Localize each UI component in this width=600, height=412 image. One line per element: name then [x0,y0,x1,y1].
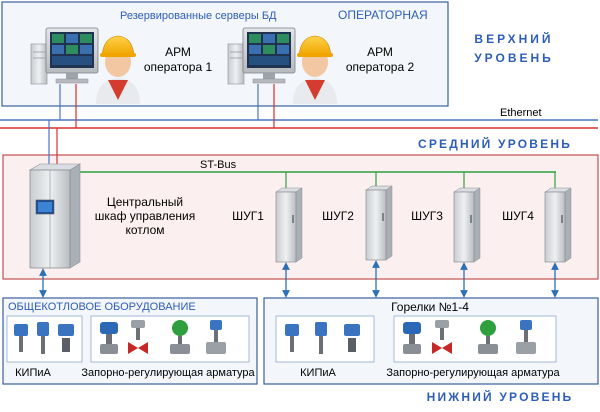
operator-room-label: ОПЕРАТОРНАЯ [338,8,428,22]
flow-meter-icon [344,324,360,352]
burners-title: Горелки №1-4 [391,300,469,314]
workstation-1-label-line2: оператора 1 [144,60,213,74]
shutoff-valve-icon [206,320,226,354]
burner-cabinet-4-label: ШУГ4 [502,209,534,223]
common-valves-label: Запорно-регулирующая арматура [81,367,255,379]
monitor-icon [45,27,99,84]
burner-cabinet-1 [275,187,303,263]
common-kip-label: КИПиА [15,367,51,379]
st-bus-label: ST-Bus [200,159,237,171]
server-tower-icon [30,43,48,85]
burner-cabinet-4 [544,187,572,263]
burner-cabinet-2 [365,185,393,261]
burner-cabinet-1-label: ШУГ1 [232,209,264,223]
workstation-1-label-line1: АРМ [165,45,191,59]
pressure-sensor-icon [285,324,299,352]
server-tower-icon [227,43,245,85]
shutoff-valve-icon [516,320,536,354]
burner-cabinet-3-label: ШУГ3 [411,209,443,223]
valve-actuator-icon [403,322,421,354]
temperature-sensor-icon [37,322,49,354]
workstation-1: АРМ оператора 1 [30,27,213,104]
top-level-label-line2: УРОВЕНЬ [474,51,554,65]
workstation-2-label-line2: оператора 2 [346,60,415,74]
central-cabinet-label-line2: шкаф управления [95,209,195,223]
temperature-sensor-icon [315,322,327,354]
regulating-valve-icon [478,320,498,354]
central-cabinet-label-line3: котлом [125,223,164,237]
regulating-valve-icon [170,320,190,354]
pressure-sensor-icon [14,324,28,352]
common-equipment-title: ОБЩЕКОТЛОВОЕ ОБОРУДОВАНИЕ [8,301,196,313]
servers-label: Резервированные серверы БД [120,10,277,22]
central-cabinet-label-line1: Центральный [107,195,183,209]
burner-cabinet-3 [453,187,481,263]
monitor-icon [242,27,296,84]
top-level-label-line1: ВЕРХНИЙ [474,31,553,46]
flow-meter-icon [58,324,74,352]
workstation-2-label-line1: АРМ [367,45,393,59]
burners-kip-label: КИПиА [300,367,336,379]
operator-avatar-icon [96,35,140,104]
valve-actuator-icon [100,322,118,354]
workstation-2: АРМ оператора 2 [227,27,415,104]
ethernet-label: Ethernet [500,107,542,119]
operator-avatar-icon [293,35,337,104]
burner-cabinet-2-label: ШУГ2 [322,209,354,223]
control-valve-icon [128,320,148,354]
middle-level-label: СРЕДНИЙ УРОВЕНЬ [418,136,572,151]
burners-valves-label: Запорно-регулирующая арматура [386,367,560,379]
bottom-level-label: НИЖНИЙ УРОВЕНЬ [427,389,574,404]
control-valve-icon [432,320,452,354]
central-control-cabinet [28,163,82,269]
